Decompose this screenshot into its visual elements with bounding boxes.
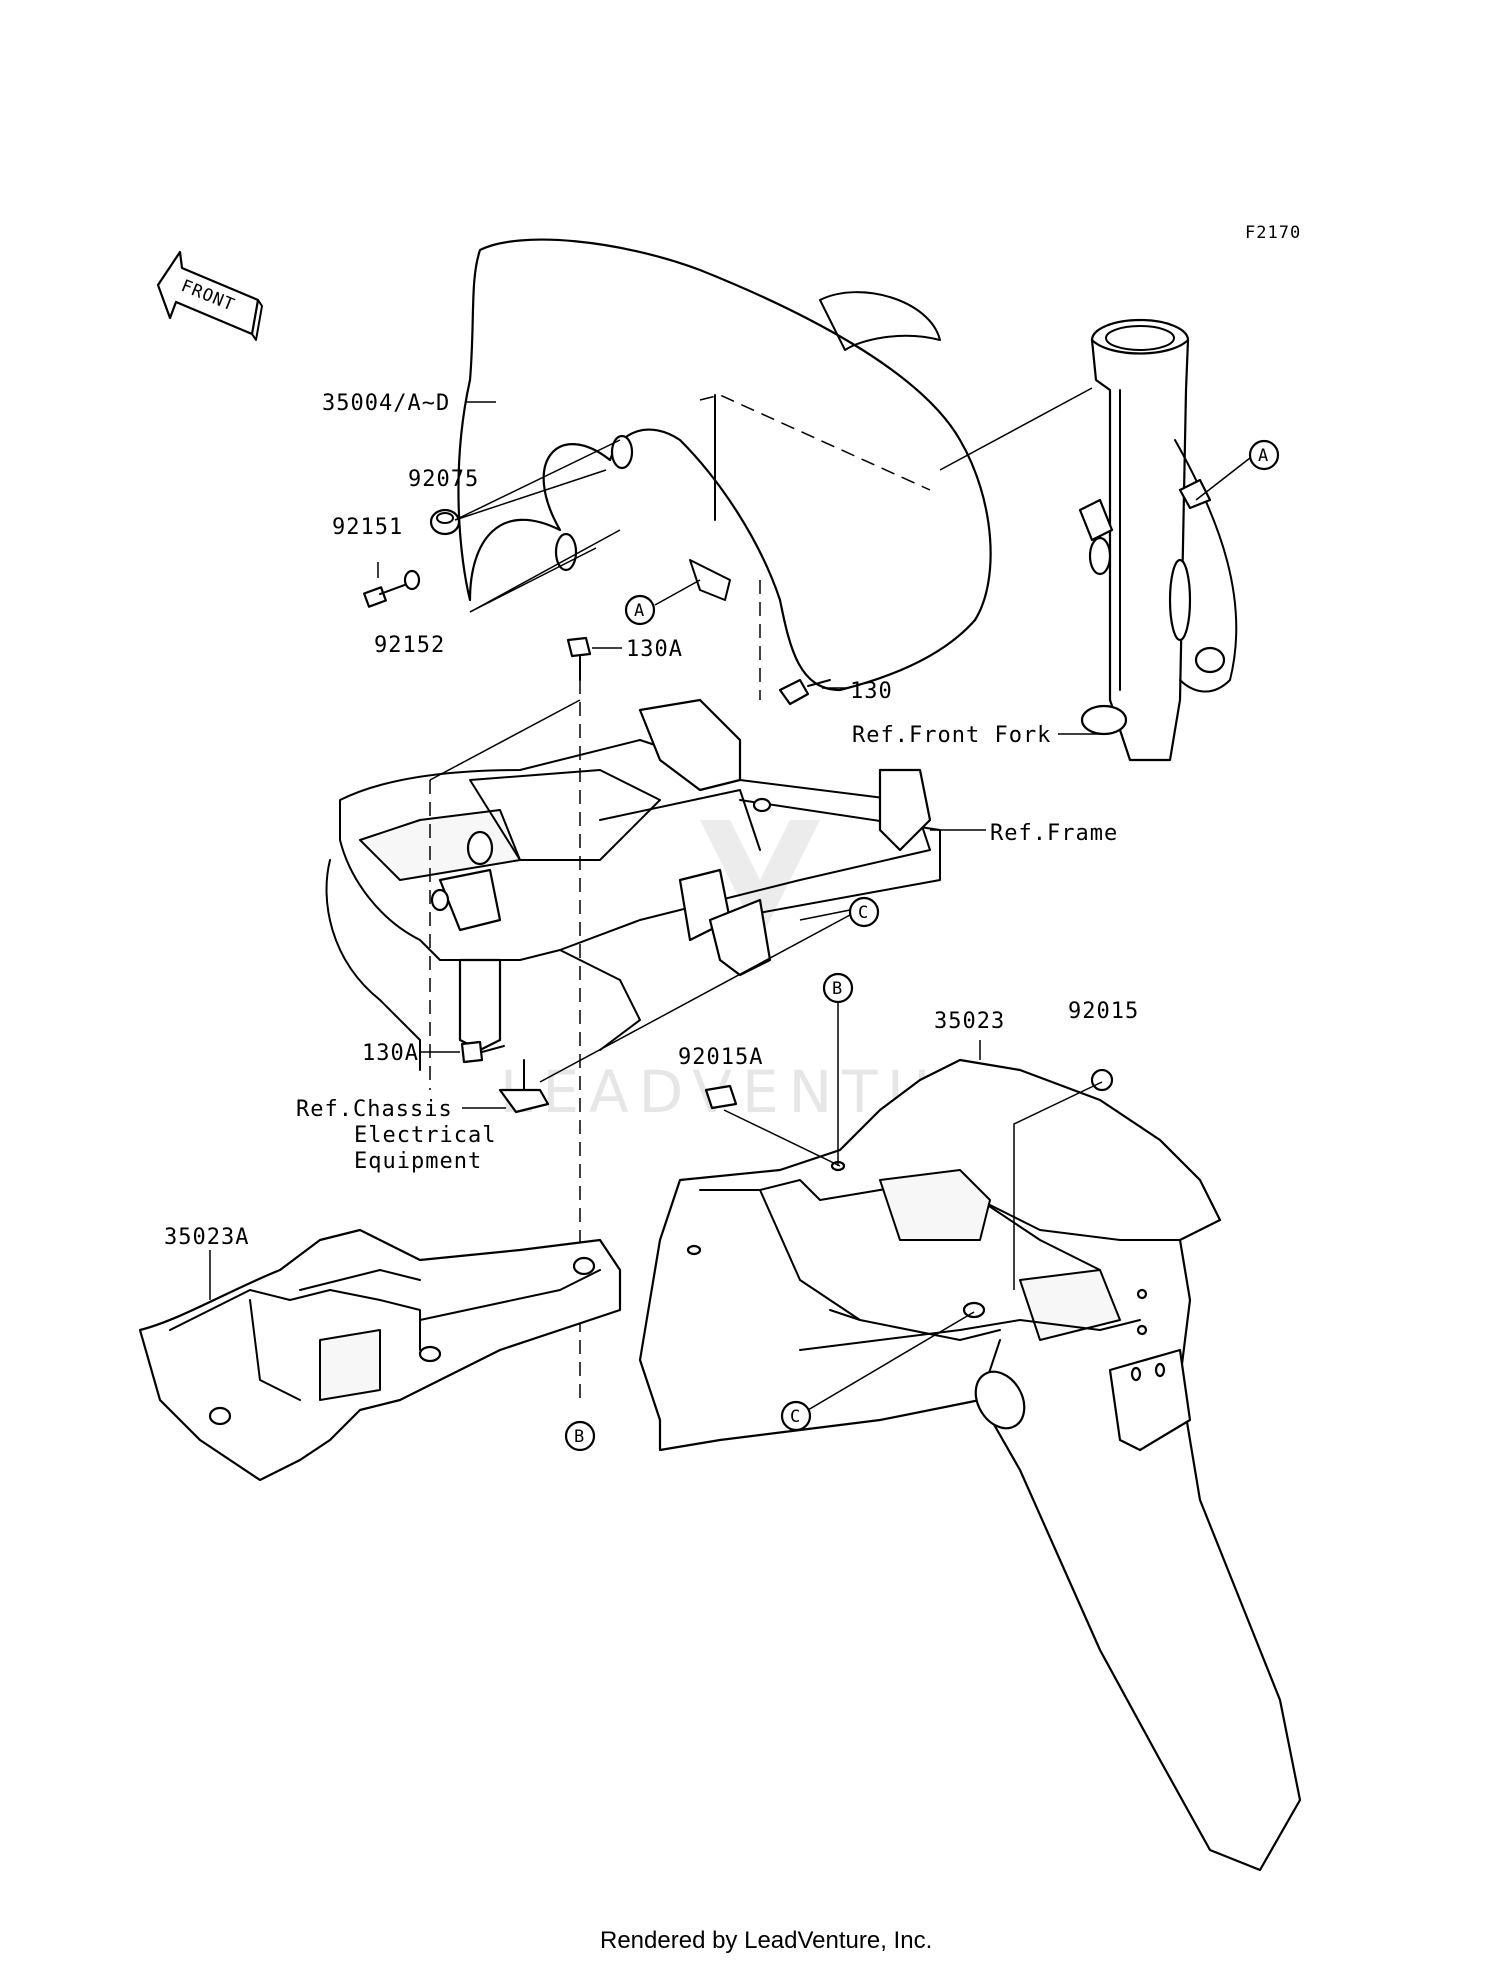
label-bolt-130: 130	[850, 679, 893, 704]
figure-code: F2170	[1245, 223, 1301, 243]
watermark-logo-icon	[700, 820, 820, 940]
label-washer: 92152	[374, 633, 445, 658]
label-rear-fender: 35023	[934, 1009, 1005, 1034]
callout-b-lower: B	[564, 1420, 596, 1452]
wire-clamp	[498, 1059, 550, 1114]
label-bolt-130a-top: 130A	[626, 637, 683, 662]
svg-text:B: B	[574, 1427, 584, 1447]
footer-credit: Rendered by LeadVenture, Inc.	[600, 1927, 932, 1954]
front-arrow-icon: FRONT	[156, 250, 263, 341]
bolt-130	[778, 678, 831, 706]
callout-a-fender: A	[624, 594, 656, 626]
label-bolt-130a-lower: 130A	[362, 1041, 419, 1066]
screw-92151	[363, 582, 411, 608]
label-ref-frame: Ref.Frame	[990, 821, 1118, 846]
rear-fender-35023	[638, 1058, 1302, 1872]
label-ref-chassis-1: Ref.Chassis	[296, 1097, 453, 1122]
label-screw: 92151	[332, 515, 403, 540]
callout-c-frame: C	[848, 896, 880, 928]
label-ref-front-fork: Ref.Front Fork	[852, 723, 1051, 748]
front-fork	[1078, 318, 1238, 762]
label-inner-fender: 35023A	[164, 1225, 249, 1250]
svg-text:A: A	[634, 601, 644, 621]
front-fender	[457, 238, 992, 692]
svg-text:A: A	[1258, 446, 1268, 466]
nut-92015a	[704, 1084, 738, 1110]
callout-c-rear: C	[780, 1400, 812, 1432]
svg-text:C: C	[858, 903, 868, 923]
label-ref-chassis-3: Equipment	[354, 1149, 482, 1174]
label-front-fender: 35004/A~D	[322, 391, 450, 416]
label-nut-92015a: 92015A	[678, 1045, 763, 1070]
label-nut-92015: 92015	[1068, 999, 1139, 1024]
bolt-130a-lower	[460, 1040, 505, 1064]
inner-fender-35023a	[138, 1228, 622, 1482]
nut-92015	[1090, 1068, 1114, 1092]
grommet-92075	[429, 508, 461, 536]
label-grommet: 92075	[408, 467, 479, 492]
bolt-130a-top	[566, 636, 592, 681]
washer-92152	[403, 569, 421, 591]
callout-b-rear: B	[822, 972, 854, 1004]
label-ref-chassis-2: Electrical	[354, 1123, 496, 1148]
svg-text:C: C	[790, 1407, 800, 1427]
callout-a-fork: A	[1248, 439, 1280, 471]
svg-text:B: B	[832, 979, 842, 999]
frame	[325, 698, 941, 1071]
